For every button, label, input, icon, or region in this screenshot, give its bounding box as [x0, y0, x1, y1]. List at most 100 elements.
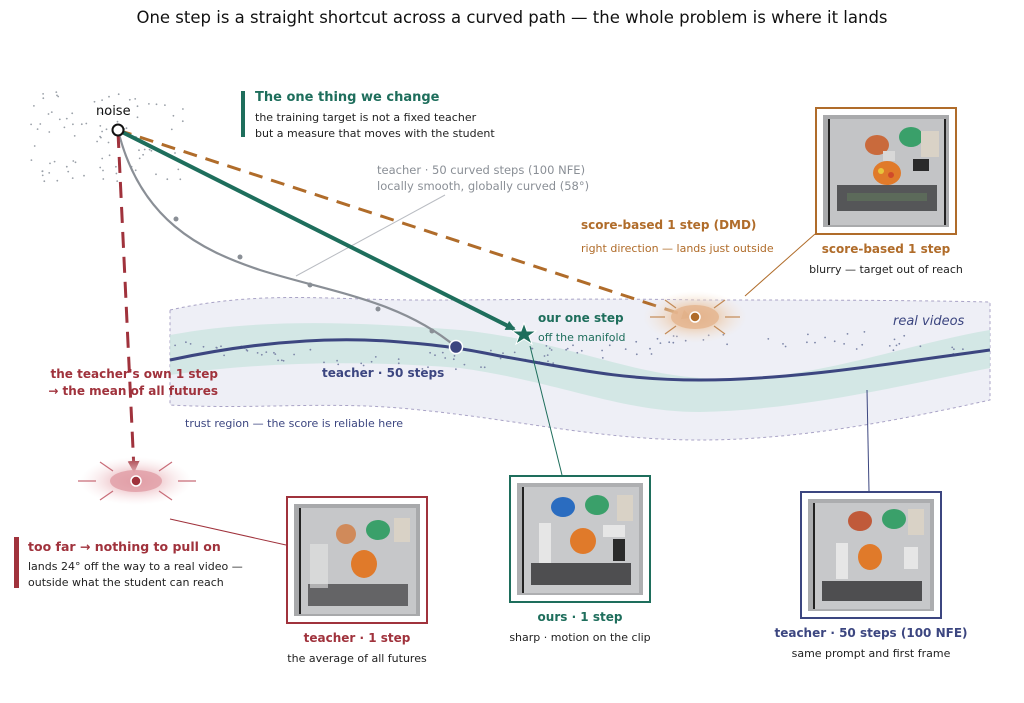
real-video-dot — [513, 351, 516, 354]
noise-dot — [71, 112, 74, 115]
noise-dot — [177, 168, 180, 171]
teacher-one-step-arrow — [116, 131, 140, 473]
real-video-dot — [565, 348, 567, 351]
noise-dot — [155, 103, 158, 106]
panel-ours-1-title: ours · 1 step — [537, 610, 623, 624]
real-video-dot — [650, 353, 653, 355]
real-video-dot — [202, 345, 205, 348]
noise-dot — [53, 160, 56, 163]
real-video-dot — [531, 347, 534, 350]
real-video-dot — [784, 345, 787, 348]
teacher-50-endpoint — [448, 339, 464, 355]
real-video-dot — [566, 347, 569, 350]
real-video-dot — [898, 342, 901, 345]
dmd-arrow — [117, 128, 692, 320]
noise-dot — [47, 113, 50, 115]
real-video-dot — [452, 358, 455, 361]
teacher-path-steps — [173, 216, 435, 334]
real-video-dot — [888, 345, 891, 347]
real-video-dot — [256, 352, 259, 354]
real-video-dot — [220, 345, 222, 348]
noise-dot — [115, 172, 118, 175]
noise-dot — [83, 174, 85, 177]
connector-teacher-50 — [866, 389, 870, 492]
real-video-dot — [572, 344, 574, 347]
too-far-accent-bar — [14, 537, 19, 588]
noise-dot — [134, 98, 137, 100]
real-video-dot — [309, 348, 312, 351]
noise-dot — [48, 172, 51, 174]
real-video-dot — [483, 366, 486, 369]
real-video-dot — [441, 351, 444, 354]
too-far-line-1: lands 24° off the way to a real video — — [28, 560, 243, 573]
real-video-dot — [548, 347, 551, 350]
real-video-dot — [397, 358, 400, 360]
noise-scatter — [30, 91, 184, 183]
real-video-dot — [782, 343, 784, 345]
score-based-frame-image — [823, 115, 949, 227]
noise-dot — [99, 166, 102, 169]
noise-dot — [42, 97, 45, 100]
noise-dot — [116, 180, 119, 183]
real-video-dot — [397, 362, 400, 365]
noise-dot — [166, 178, 169, 181]
real-video-dot — [499, 357, 502, 360]
real-video-dot — [576, 351, 579, 354]
noise-dot — [136, 105, 139, 108]
noise-dot — [142, 153, 145, 156]
real-video-dot — [336, 359, 338, 362]
callout-line-1: the training target is not a fixed teach… — [255, 111, 477, 124]
noise-dot — [108, 154, 111, 157]
teacher-50-frame-image — [808, 499, 934, 611]
panel-teacher-1 — [286, 496, 428, 624]
teacher-one-step-label: the teacher's own 1 step → the mean of a… — [30, 366, 218, 400]
noise-dot — [101, 99, 103, 101]
panel-teacher-1-caption: the average of all futures — [287, 652, 427, 665]
callout-heading: The one thing we change — [255, 90, 440, 105]
real-video-dot — [550, 349, 553, 351]
panel-ours-1 — [509, 475, 651, 603]
noise-dot — [67, 170, 70, 173]
real-video-dot — [552, 362, 555, 364]
noise-dot — [150, 149, 153, 152]
real-video-dot — [895, 344, 898, 347]
noise-dot — [72, 160, 75, 162]
real-video-dot — [726, 343, 728, 346]
noise-dot — [36, 128, 39, 131]
noise-dot — [138, 157, 141, 160]
real-video-dot — [246, 349, 249, 352]
real-video-dot — [374, 356, 377, 358]
noise-dot — [30, 123, 32, 126]
connector-ours-1 — [529, 345, 563, 476]
teacher-one-step-line-1: the teacher's own 1 step — [50, 367, 218, 381]
noise-dot — [41, 170, 44, 173]
dmd-landing-blob — [643, 291, 747, 343]
panel-score-based — [815, 107, 957, 235]
real-video-dot — [360, 362, 363, 365]
ours-label: our one step — [538, 311, 624, 325]
real-video-dot — [416, 368, 418, 371]
dmd-note: right direction — lands just outside — [581, 242, 774, 255]
real-video-dot — [429, 351, 431, 354]
real-video-dot — [668, 341, 671, 344]
noise-dot — [164, 104, 166, 106]
real-video-dot — [265, 351, 268, 353]
noise-dot — [73, 135, 76, 137]
noise-dot — [56, 94, 58, 97]
real-video-dot — [215, 346, 218, 349]
noise-dot — [179, 178, 182, 181]
noise-dot — [48, 131, 51, 133]
panel-score-based-caption: blurry — target out of reach — [809, 263, 963, 276]
noise-dot — [101, 157, 104, 160]
callout-line-2: but a measure that moves with the studen… — [255, 127, 495, 140]
real-video-dot — [855, 348, 858, 350]
real-video-dot — [601, 349, 603, 352]
noise-dot — [138, 149, 140, 152]
callout-accent-bar — [241, 91, 245, 137]
noise-dot — [50, 111, 53, 113]
real-video-dot — [455, 368, 457, 371]
teacher-manifold-curve — [169, 338, 991, 382]
noise-dot — [56, 179, 59, 182]
real-video-dot — [649, 347, 651, 350]
real-video-dot — [903, 334, 906, 337]
